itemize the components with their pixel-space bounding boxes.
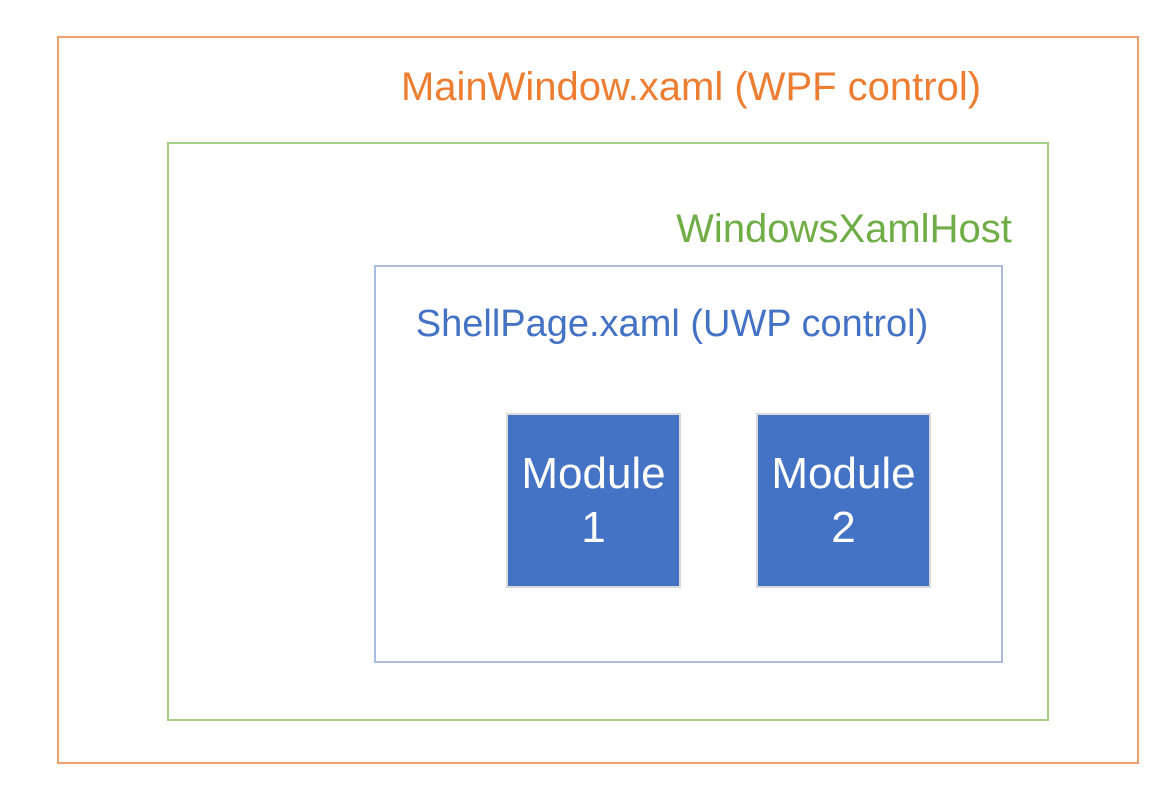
mainwindow-label: MainWindow.xaml (WPF control)	[400, 65, 982, 109]
windowsxamlhost-box: WindowsXamlHost ShellPage.xaml (UWP cont…	[167, 142, 1049, 721]
module-2-number: 2	[831, 502, 856, 552]
windowsxamlhost-label: WindowsXamlHost	[676, 207, 1012, 251]
module-1-number: 1	[581, 502, 606, 552]
shellpage-box: ShellPage.xaml (UWP control) Module 1 Mo…	[374, 265, 1003, 663]
module-1-label: Module	[521, 448, 666, 498]
module-2-label: Module	[771, 448, 916, 498]
module-1-box: Module 1	[506, 413, 681, 588]
module-2-box: Module 2	[756, 413, 931, 588]
shellpage-label: ShellPage.xaml (UWP control)	[415, 303, 929, 345]
mainwindow-box: MainWindow.xaml (WPF control) WindowsXam…	[57, 36, 1139, 764]
